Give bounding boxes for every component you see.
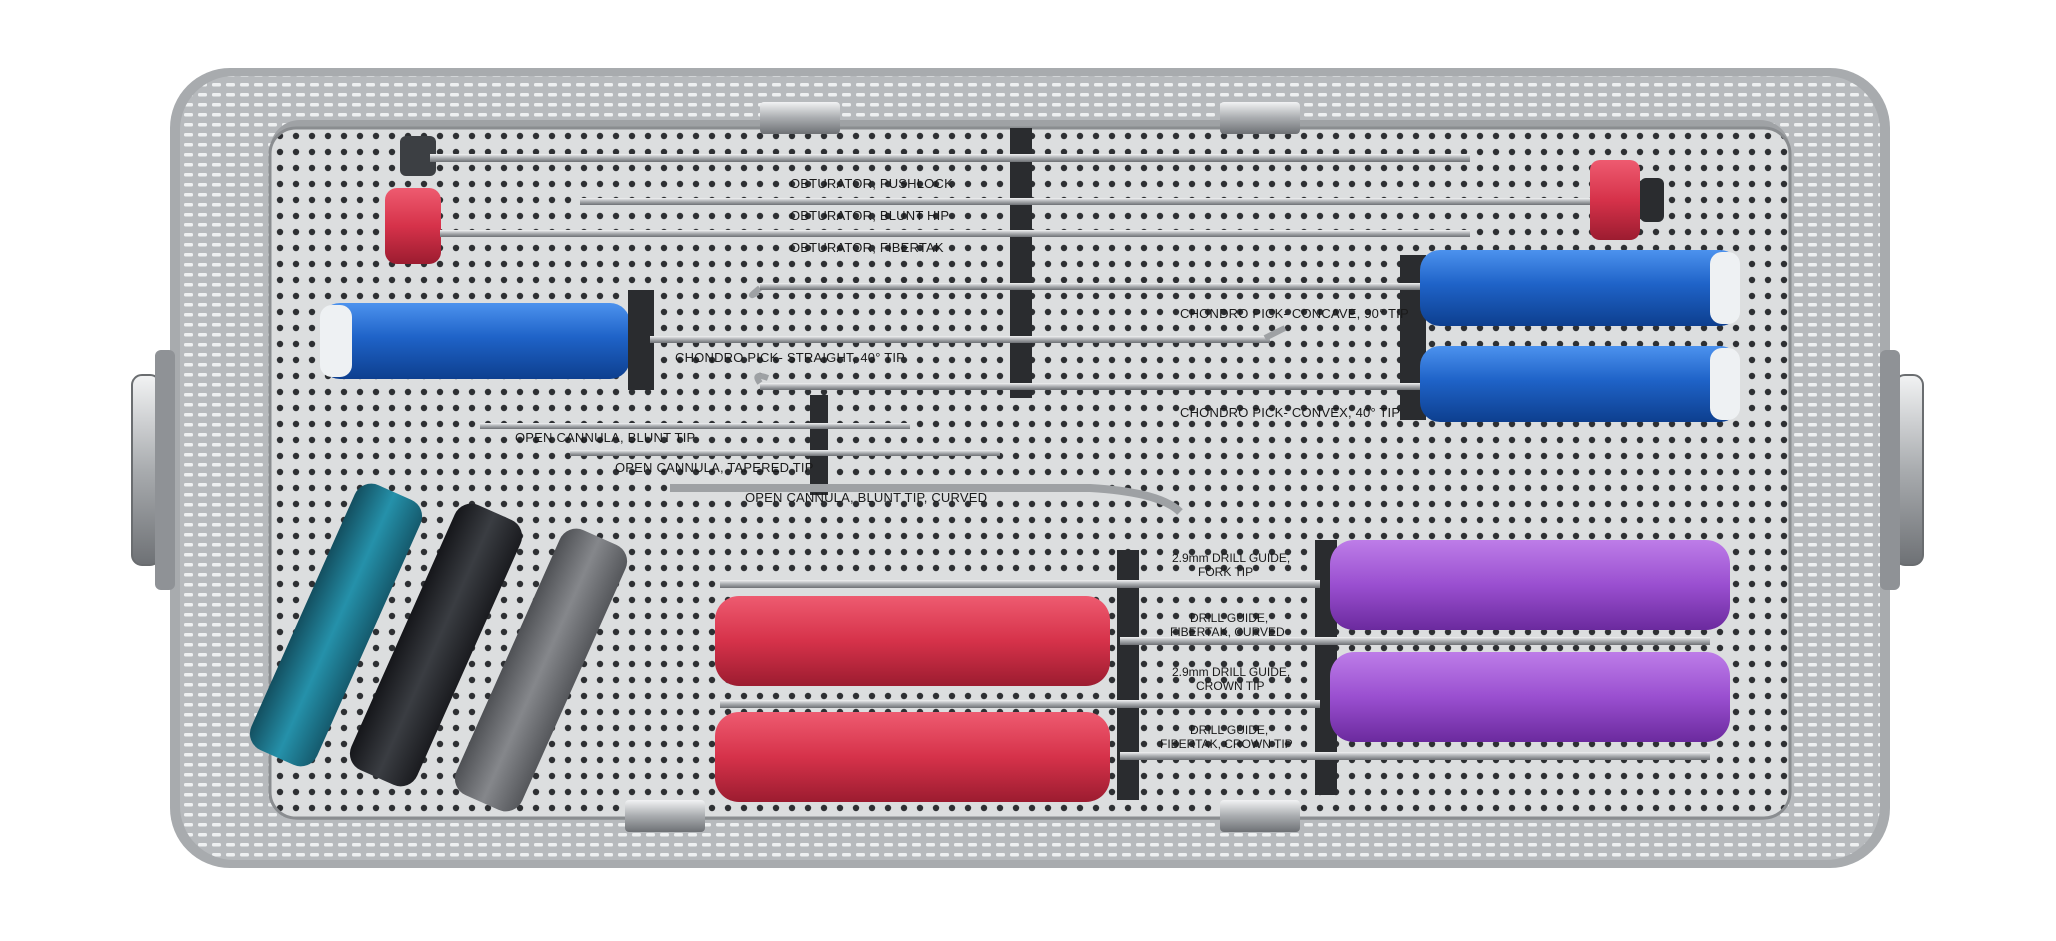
drill-guide-fibertak-curved	[715, 596, 1710, 686]
label-chondro-convex: CHONDRO PICK- CONVEX, 40° TIP	[1180, 405, 1400, 420]
label-drill-fibertak-crown-line1: DRILL GUIDE,	[1190, 723, 1268, 737]
drill-guide-fibertak-crown	[715, 712, 1710, 802]
open-cannula-tapered	[349, 450, 1000, 787]
label-cannula-curved: OPEN CANNULA, BLUNT TIP, CURVED	[745, 490, 987, 505]
label-drill-fibertak-crown-line2: FIBERTAK, CROWN TIP	[1160, 737, 1293, 751]
obturator-pushlock	[400, 136, 1470, 176]
drill-guide-crown	[720, 652, 1730, 742]
label-cannula-blunt: OPEN CANNULA, BLUNT TIP	[515, 430, 695, 445]
label-cannula-tapered: OPEN CANNULA, TAPERED TIP	[615, 460, 814, 475]
label-obturator-blunt-hip: OBTURATOR, BLUNT HIP	[790, 208, 949, 223]
open-cannula-blunt	[249, 423, 910, 767]
label-drill-fork-line2: FORK TIP	[1198, 565, 1253, 579]
label-obturator-pushlock: OBTURATOR, PUSHLOCK	[790, 176, 953, 191]
tray-handle-left	[131, 350, 175, 590]
label-chondro-straight: CHONDRO PICK- STRAIGHT, 40° TIP	[675, 350, 905, 365]
label-chondro-concave: CHONDRO PICK- CONCAVE, 90° TIP	[1180, 306, 1409, 321]
chondro-pick-straight	[320, 290, 1287, 390]
chondro-pick-convex	[754, 346, 1740, 422]
label-obturator-fibertak: OBTURATOR, FIBERTAK	[790, 240, 944, 255]
drill-guide-fork	[720, 540, 1730, 630]
label-drill-fibertak-curved-line2: FIBERTAK, CURVED	[1170, 625, 1285, 639]
label-drill-fork-line1: 2.9mm DRILL GUIDE,	[1172, 551, 1290, 565]
label-drill-crown-line1: 2.9mm DRILL GUIDE,	[1172, 665, 1290, 679]
obturator-fibertak	[385, 188, 1470, 264]
label-drill-crown-line2: CROWN TIP	[1196, 679, 1264, 693]
obturator-blunt-hip	[580, 160, 1664, 240]
label-drill-fibertak-curved-line1: DRILL GUIDE,	[1190, 611, 1268, 625]
open-cannula-curved	[454, 484, 1183, 812]
chondro-pick-concave	[749, 250, 1740, 326]
tray-handle-right	[1880, 350, 1924, 590]
